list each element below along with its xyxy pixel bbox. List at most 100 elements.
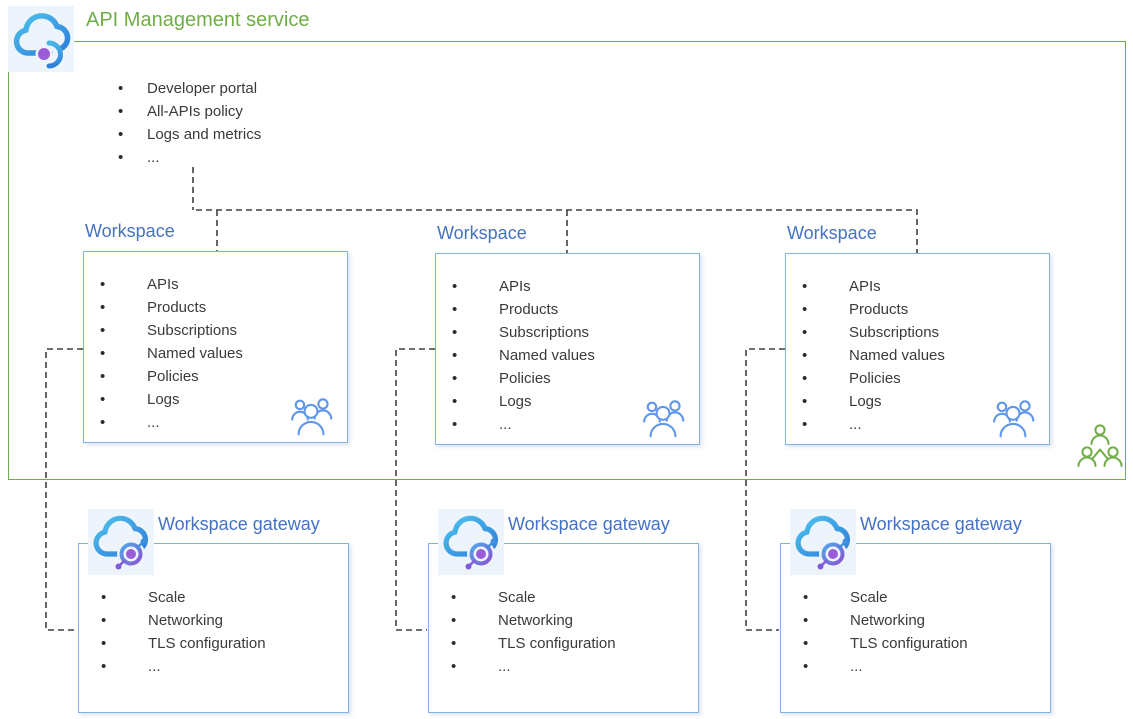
feature-item: Networking [803,609,1050,632]
feature-text: ... [147,414,160,431]
feature-item: Subscriptions [452,321,699,344]
feature-item: APIs [802,275,1049,298]
workspace-label: Workspace [85,221,175,241]
people-icon [643,400,685,438]
feature-item: Products [802,298,1049,321]
feature-text: Products [499,301,559,318]
feature-text: APIs [499,278,531,295]
feature-text: Scale [148,589,186,606]
feature-text: Subscriptions [849,324,940,341]
gateway-feature-list: Scale Networking TLS configuration ... [101,586,348,678]
workspace-gateway-cloud-icon [795,515,850,570]
feature-text: APIs [147,276,179,293]
feature-item: ... [101,655,348,678]
feature-text: Named values [147,345,243,362]
feature-text: Products [849,301,909,318]
org-hierarchy-people-icon [1077,424,1123,467]
feature-item: Logs [802,390,1049,413]
feature-item: Developer portal [118,77,261,100]
feature-item: Subscriptions [802,321,1049,344]
feature-text: Logs [147,391,180,408]
workspace-feature-list: APIs Products Subscriptions Named values… [452,275,699,436]
feature-text: Scale [850,589,888,606]
gateway-feature-list: Scale Networking TLS configuration ... [451,586,698,678]
workspace-gateway-cloud-icon [443,515,498,570]
feature-text: TLS configuration [498,635,616,652]
workspace-box: APIs Products Subscriptions Named values… [435,253,700,445]
service-feature-list: Developer portal All-APIs policy Logs an… [118,77,261,169]
workspace-gateway-cloud-icon [93,515,148,570]
feature-item: Products [452,298,699,321]
feature-text: Policies [849,370,901,387]
workspace-gateway-label: Workspace gateway [860,514,1022,534]
workspace-gateway-icon [790,509,856,575]
feature-text: ... [147,149,160,166]
workspace-gateway-label: Workspace gateway [508,514,670,534]
feature-item: Scale [101,586,348,609]
feature-text: ... [498,658,511,675]
feature-text: Developer portal [147,80,258,97]
workspace-gateway-icon [88,509,154,575]
feature-item: ... [803,655,1050,678]
feature-item: ... [452,413,699,436]
workspace-feature-list: APIs Products Subscriptions Named values… [100,273,347,434]
api-management-cloud-icon [13,13,71,69]
purple-dot [476,549,486,559]
feature-item: Named values [100,342,347,365]
feature-item: TLS configuration [101,632,348,655]
feature-item: Logs [452,390,699,413]
feature-item: Subscriptions [100,319,347,342]
feature-item: TLS configuration [803,632,1050,655]
feature-item: Logs and metrics [118,123,261,146]
feature-item: Networking [451,609,698,632]
feature-text: APIs [849,278,881,295]
feature-item: ... [451,655,698,678]
feature-item: Products [100,296,347,319]
feature-text: Policies [499,370,551,387]
feature-text: ... [850,658,863,675]
feature-text: Logs [849,393,882,410]
feature-text: TLS configuration [148,635,266,652]
feature-text: TLS configuration [850,635,968,652]
feature-item: All-APIs policy [118,100,261,123]
feature-text: Networking [148,612,224,629]
purple-dot [126,549,136,559]
feature-text: Subscriptions [147,322,238,339]
feature-text: Named values [499,347,595,364]
workspace-box: APIs Products Subscriptions Named values… [83,251,348,443]
feature-item: Policies [100,365,347,388]
feature-item: Networking [101,609,348,632]
feature-text: ... [499,416,512,433]
feature-text: Products [147,299,207,316]
page-title: API Management service [86,9,310,31]
feature-item: TLS configuration [451,632,698,655]
feature-item: Policies [802,367,1049,390]
feature-item: Named values [452,344,699,367]
feature-item: Logs [100,388,347,411]
feature-item: Scale [803,586,1050,609]
feature-text: All-APIs policy [147,103,243,120]
feature-text: Networking [498,612,574,629]
feature-item: Named values [802,344,1049,367]
workspace-feature-list: APIs Products Subscriptions Named values… [802,275,1049,436]
feature-text: Logs and metrics [147,126,262,143]
api-management-icon [8,6,74,72]
people-icon [291,398,333,436]
feature-text: Networking [850,612,926,629]
feature-text: Subscriptions [499,324,590,341]
feature-text: ... [148,658,161,675]
workspace-label: Workspace [437,223,527,243]
workspace-label: Workspace [787,223,877,243]
feature-item: Scale [451,586,698,609]
feature-text: Logs [499,393,532,410]
feature-item: ... [100,411,347,434]
purple-dot [38,48,50,60]
people-icon [993,400,1035,438]
api-management-service-container [8,41,1126,480]
feature-text: Named values [849,347,945,364]
feature-item: ... [118,146,261,169]
feature-text: ... [849,416,862,433]
feature-text: Scale [498,589,536,606]
workspace-gateway-label: Workspace gateway [158,514,320,534]
feature-text: Policies [147,368,199,385]
